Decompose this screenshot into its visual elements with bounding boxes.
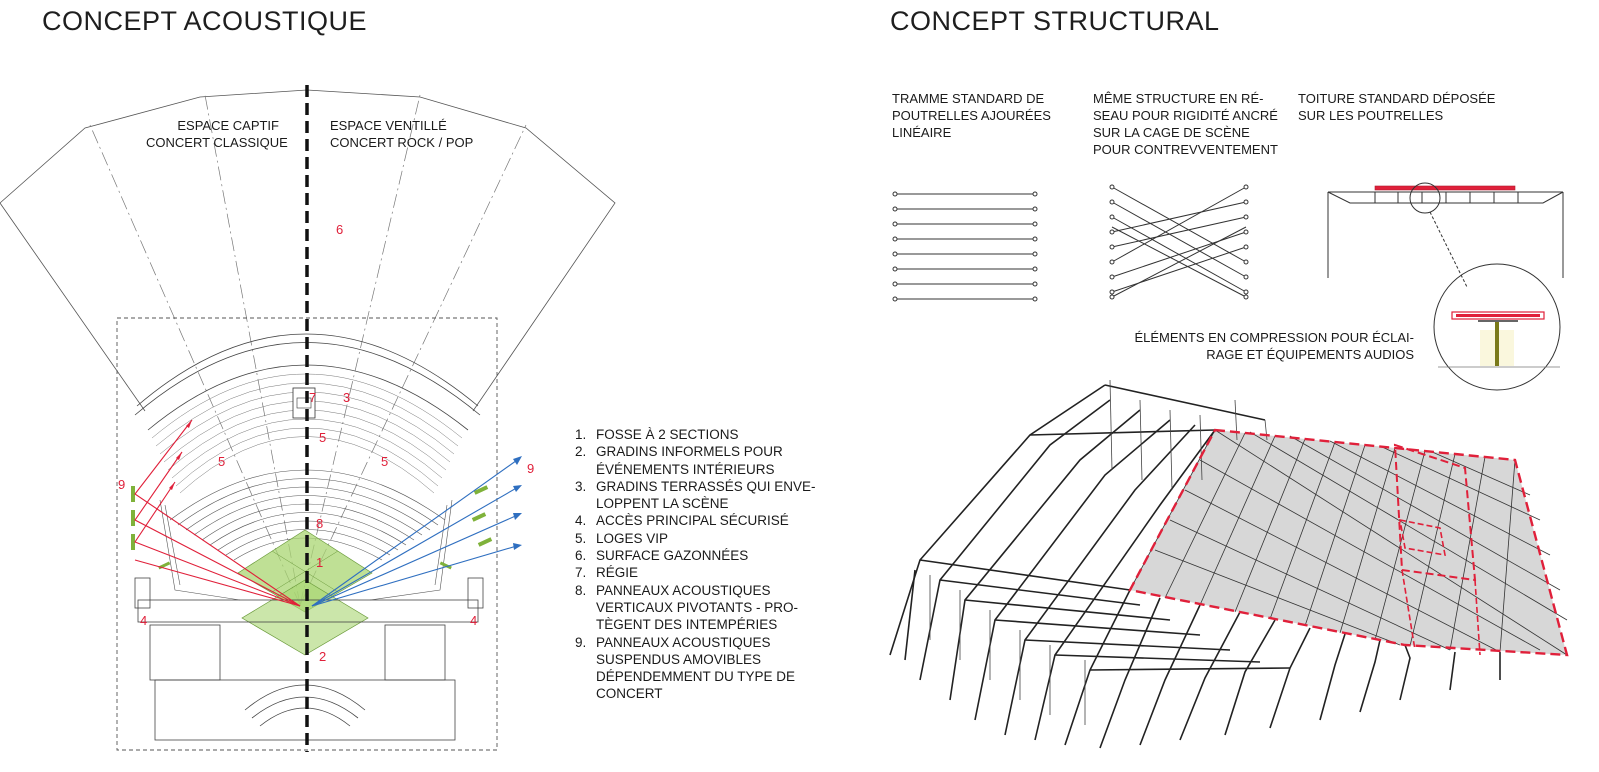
plan-number: 3 — [343, 390, 351, 405]
zone-label-captif: ESPACE CAPTIF CONCERT CLASSIQUE — [146, 118, 288, 150]
plan-number: 7 — [309, 390, 317, 405]
site-boundary — [116, 317, 498, 751]
acoustic-title: CONCEPT ACOUSTIQUE — [42, 6, 368, 36]
plan-number: 5 — [218, 454, 226, 469]
plan-number: 9 — [527, 461, 535, 476]
plan-number: 5 — [319, 430, 327, 445]
plan-number: 1 — [316, 555, 324, 570]
legend-item: 6.SURFACE GAZONNÉES — [575, 548, 749, 564]
plan-number: 6 — [336, 222, 344, 237]
legend-item: 4.ACCÈS PRINCIPAL SÉCURISÉ — [575, 513, 789, 529]
blue-sound-rays — [311, 457, 521, 607]
label-linear-beams: TRAMME STANDARD DE POUTRELLES AJOURÉES L… — [892, 91, 1051, 140]
structural-title: CONCEPT STRUCTURAL — [890, 6, 1220, 36]
legend-item: 5.LOGES VIP — [575, 530, 669, 546]
legend-item: 3.GRADINS TERRASSÉS QUI ENVE-LOPPENT LA … — [575, 478, 816, 512]
plan-number: 9 — [118, 477, 126, 492]
radial-guides — [89, 94, 527, 606]
red-sound-rays — [134, 419, 301, 607]
control-booth — [292, 387, 316, 419]
plan-number: 4 — [140, 613, 148, 628]
plan-number: 8 — [316, 516, 324, 531]
legend-item: 7.RÉGIE — [575, 565, 639, 581]
plan-number: 2 — [319, 649, 327, 664]
label-compression-elements: ÉLÉMENTS EN COMPRESSION POUR ÉCLAI- RAGE… — [1134, 330, 1414, 362]
zone-label-ventille: ESPACE VENTILLÉ CONCERT ROCK / POP — [330, 118, 474, 150]
plan-number: 4 — [470, 613, 478, 628]
label-standard-roof: TOITURE STANDARD DÉPOSÉE SUR LES POUTREL… — [1298, 91, 1496, 123]
label-network-structure: MÊME STRUCTURE EN RÉ- SEAU POUR RIGIDITÉ… — [1093, 91, 1278, 157]
acoustic-legend: 1.FOSSE À 2 SECTIONS 2.GRADINS INFORMELS… — [575, 426, 816, 703]
legend-item: 1.FOSSE À 2 SECTIONS — [575, 427, 739, 442]
plan-number: 5 — [381, 454, 389, 469]
